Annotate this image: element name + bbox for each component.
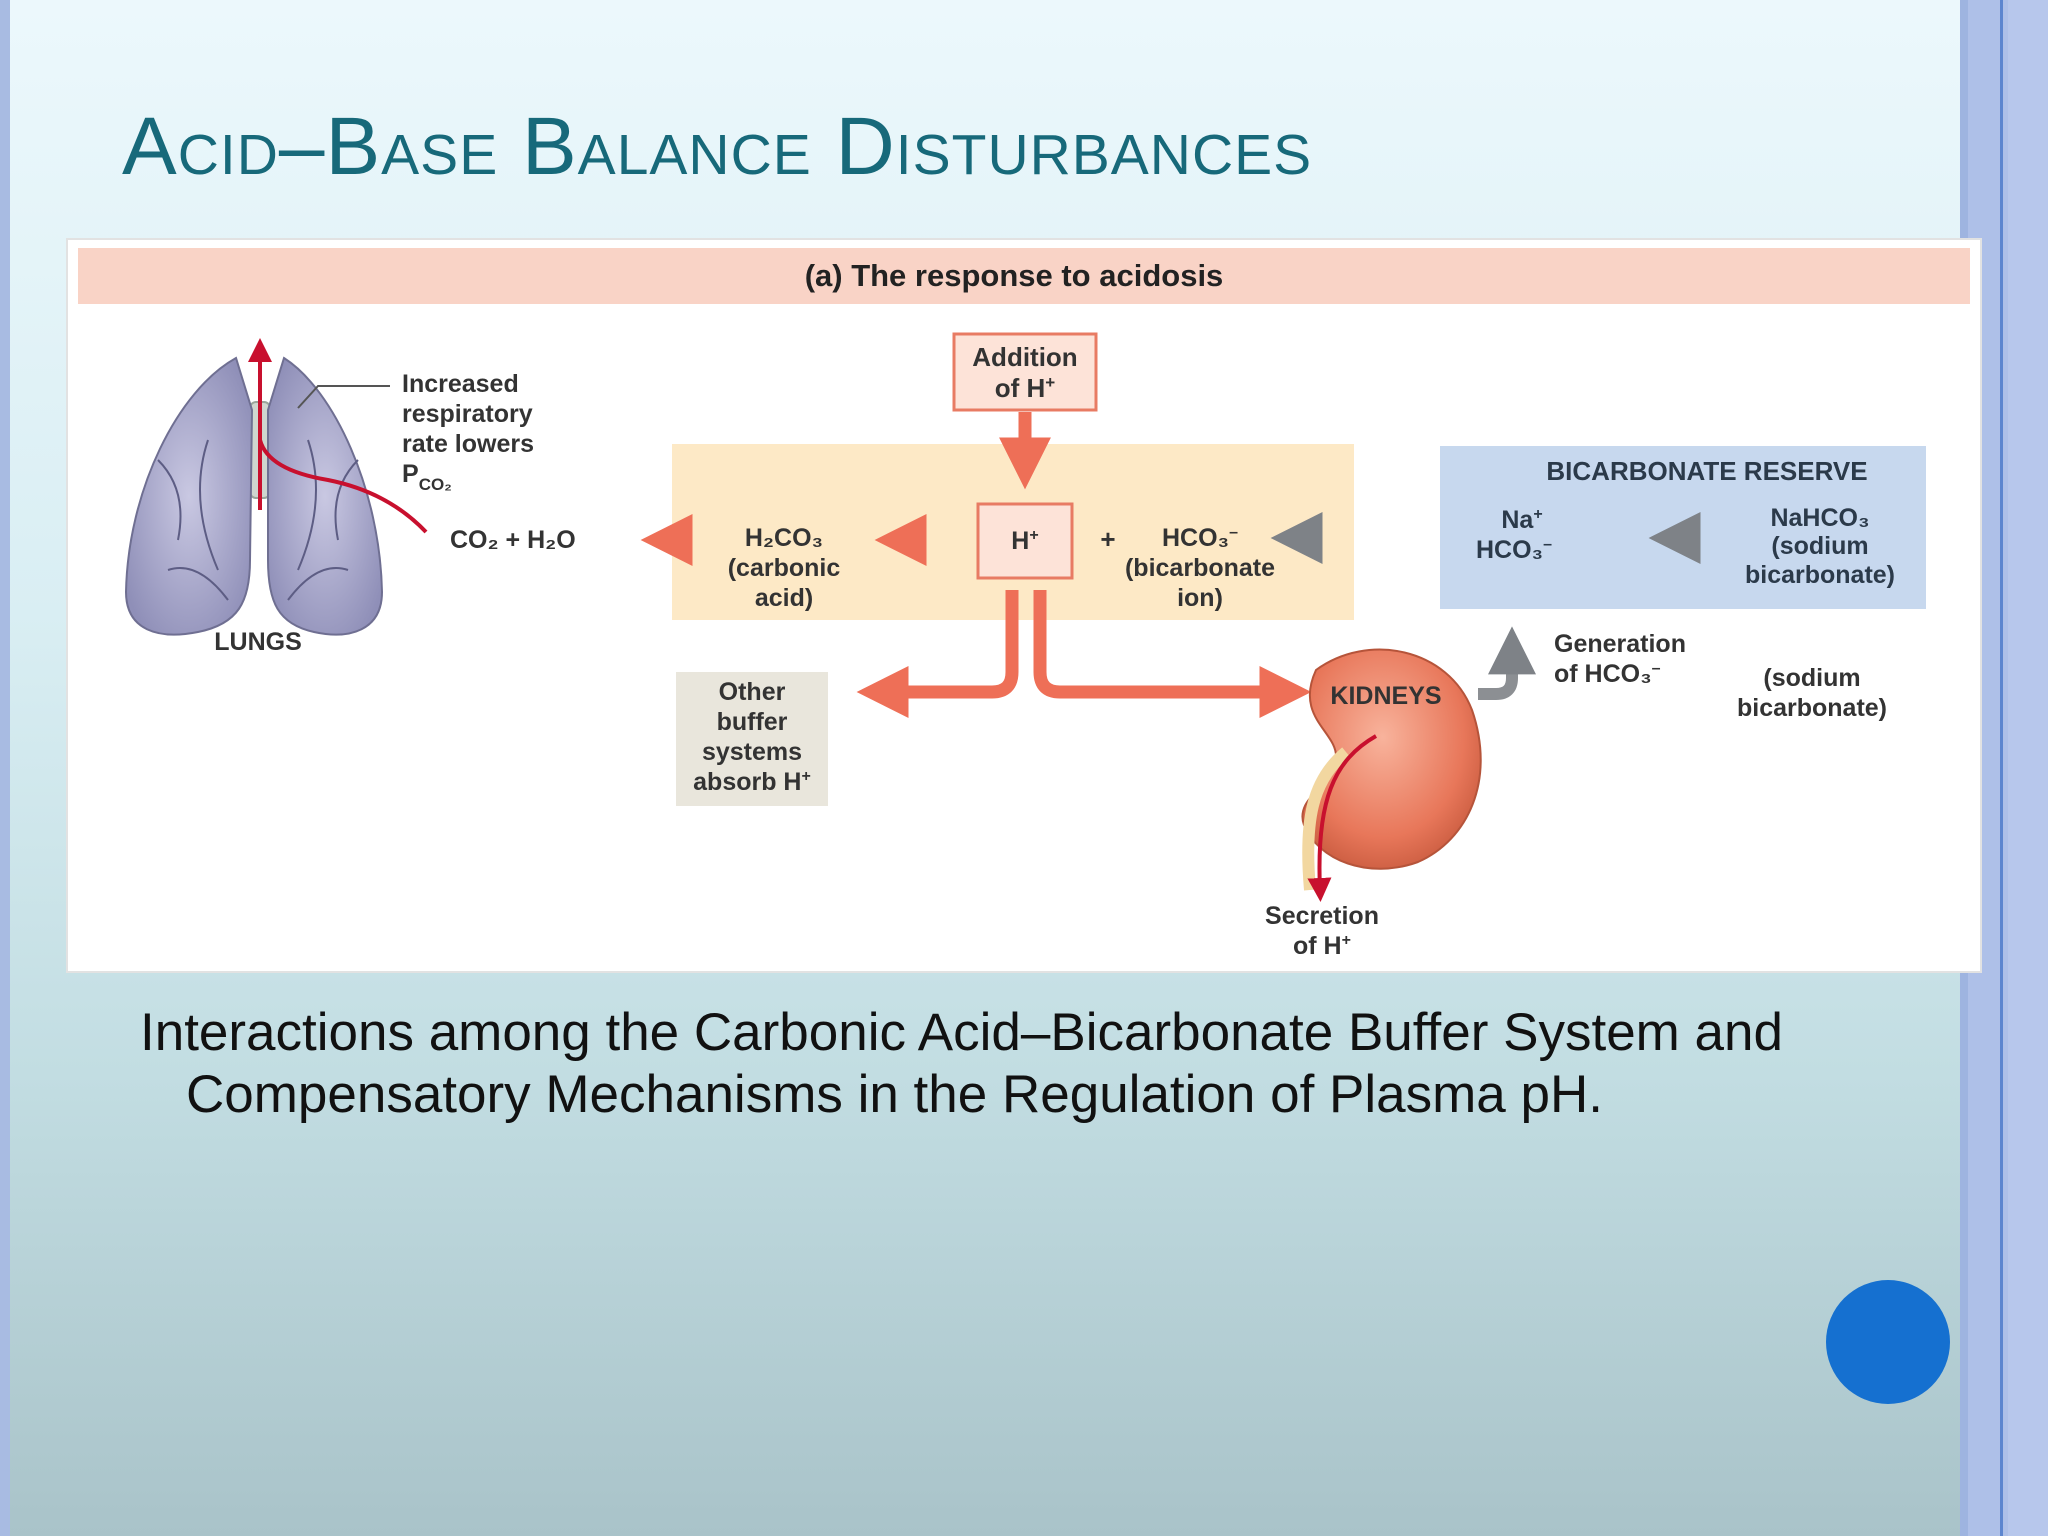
addition-box [952, 332, 1098, 412]
generation-line2: of HCO₃– [1554, 660, 1661, 688]
right-border-line [2000, 0, 2003, 1536]
reserve-hco3: HCO₃– [1476, 536, 1552, 564]
carbonic-line2: acid) [755, 584, 813, 612]
lungs-image [124, 338, 428, 636]
other-line4: absorb H+ [693, 768, 811, 796]
resp-line4: PCO₂ [402, 460, 452, 494]
kidney-to-reserve-arrow [1478, 626, 1536, 700]
generation-line1: Generation [1554, 630, 1686, 658]
sodium2-line2: bicarbonate) [1737, 694, 1887, 722]
other-line3: systems [702, 738, 802, 766]
h-plus-text: H+ [1011, 527, 1038, 555]
secretion-line2: of H+ [1293, 932, 1351, 960]
kidneys-label: KIDNEYS [1330, 682, 1441, 710]
co2-h2o-label: CO₂ + H₂O [450, 526, 576, 554]
carbonic-line1: (carbonic [728, 554, 841, 582]
bicarb-ion-line1: (bicarbonate [1125, 554, 1275, 582]
h2co3-label: H₂CO₃ [745, 524, 823, 552]
slide-caption: Interactions among the Carbonic Acid–Bic… [140, 1003, 1783, 1124]
other-line2: buffer [717, 708, 788, 736]
secretion-line1: Secretion [1265, 902, 1379, 930]
ureter [1302, 747, 1350, 891]
resp-line3: rate lowers [402, 430, 534, 458]
h-to-other-buffers-arrow [856, 590, 1019, 718]
left-border-stripe [0, 0, 10, 1536]
na-plus: Na+ [1501, 506, 1542, 534]
secretion-arrow [1307, 734, 1377, 902]
bicarb-ion-line2: ion) [1177, 584, 1223, 612]
other-buffers-box [676, 672, 828, 806]
nahco3: NaHCO₃ [1770, 504, 1869, 532]
other-line1: Other [719, 678, 786, 706]
resp-line2: respiratory [402, 400, 533, 428]
sodium2-line1: (sodium [1763, 664, 1860, 692]
banner-text: (a) The response to acidosis [805, 258, 1224, 293]
lungs-label: LUNGS [214, 628, 302, 656]
hco3-label: HCO₃– [1162, 524, 1238, 552]
addition-line1: Addition [972, 342, 1077, 372]
resp-line1: Increased [402, 370, 519, 398]
h-to-kidneys-arrow [1033, 590, 1312, 718]
reserve-title: BICARBONATE RESERVE [1546, 456, 1867, 486]
acidosis-diagram: (a) The response to acidosis BICARBONATE… [66, 238, 1982, 973]
right-border-edge [2008, 0, 2048, 1536]
banner [78, 248, 1970, 304]
reserve-sodium-line1: (sodium [1771, 532, 1868, 560]
navigation-button[interactable] [1826, 1280, 1950, 1404]
slide-title: Acid–Base Balance Disturbances [122, 101, 1313, 192]
h-plus-box [976, 502, 1074, 580]
resp-leader-line [297, 385, 390, 409]
plus-sign: + [1100, 524, 1115, 554]
addition-line2: of H+ [995, 373, 1056, 403]
reserve-sodium-line2: bicarbonate) [1745, 561, 1895, 589]
